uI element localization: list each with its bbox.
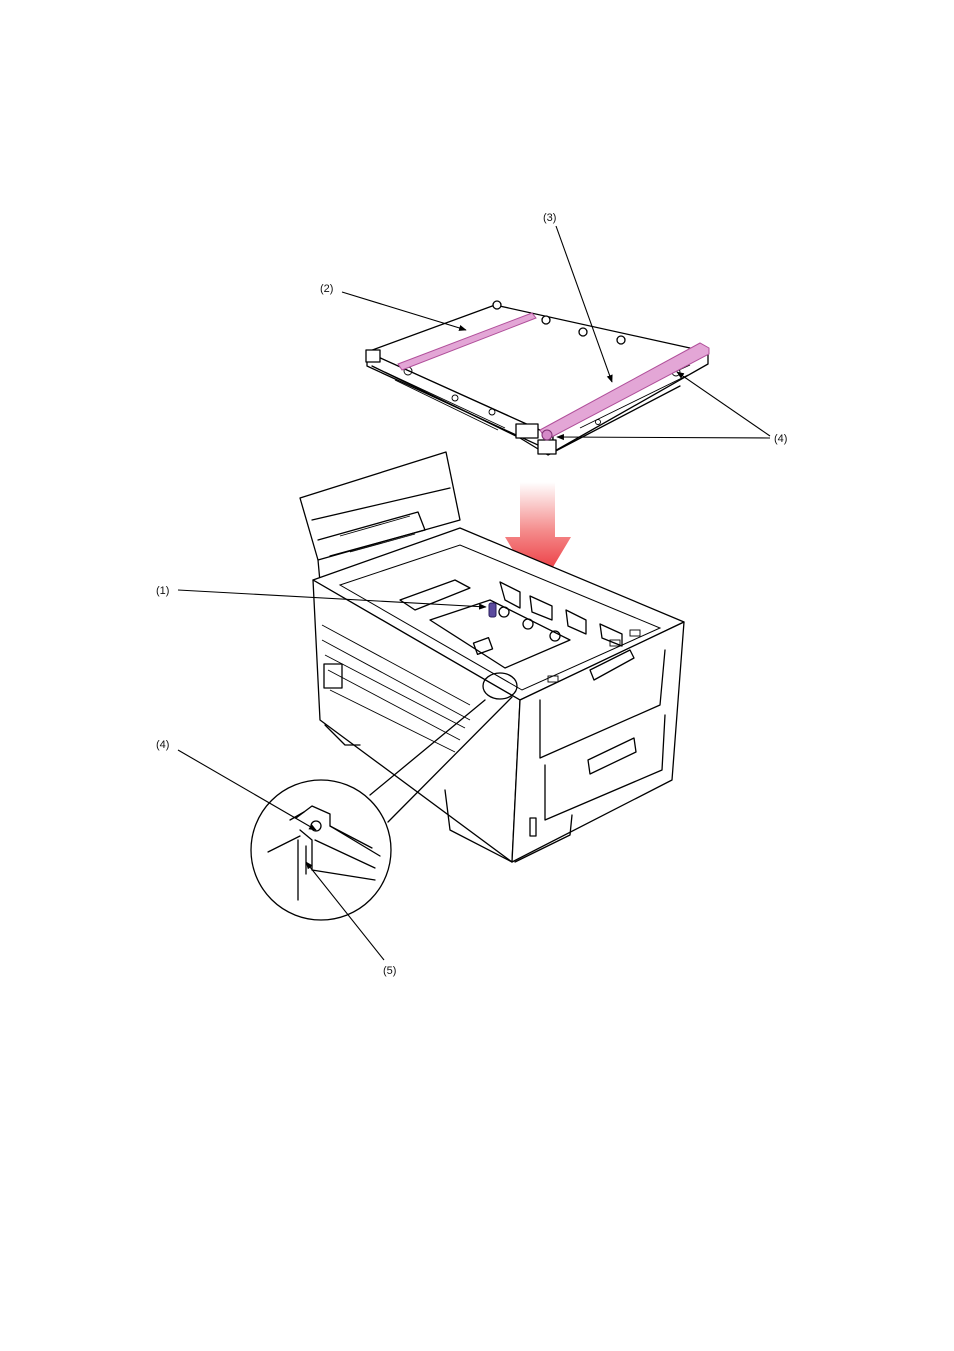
- callout-5: (5): [383, 965, 396, 977]
- guide-post: [489, 603, 496, 617]
- callout-4-top: (4): [774, 433, 787, 445]
- callout-1: (1): [156, 585, 169, 597]
- belt-unit: [366, 301, 709, 455]
- callout-4-detail: (4): [156, 739, 169, 751]
- callout-2: (2): [320, 283, 333, 295]
- callout-3: (3): [543, 212, 556, 224]
